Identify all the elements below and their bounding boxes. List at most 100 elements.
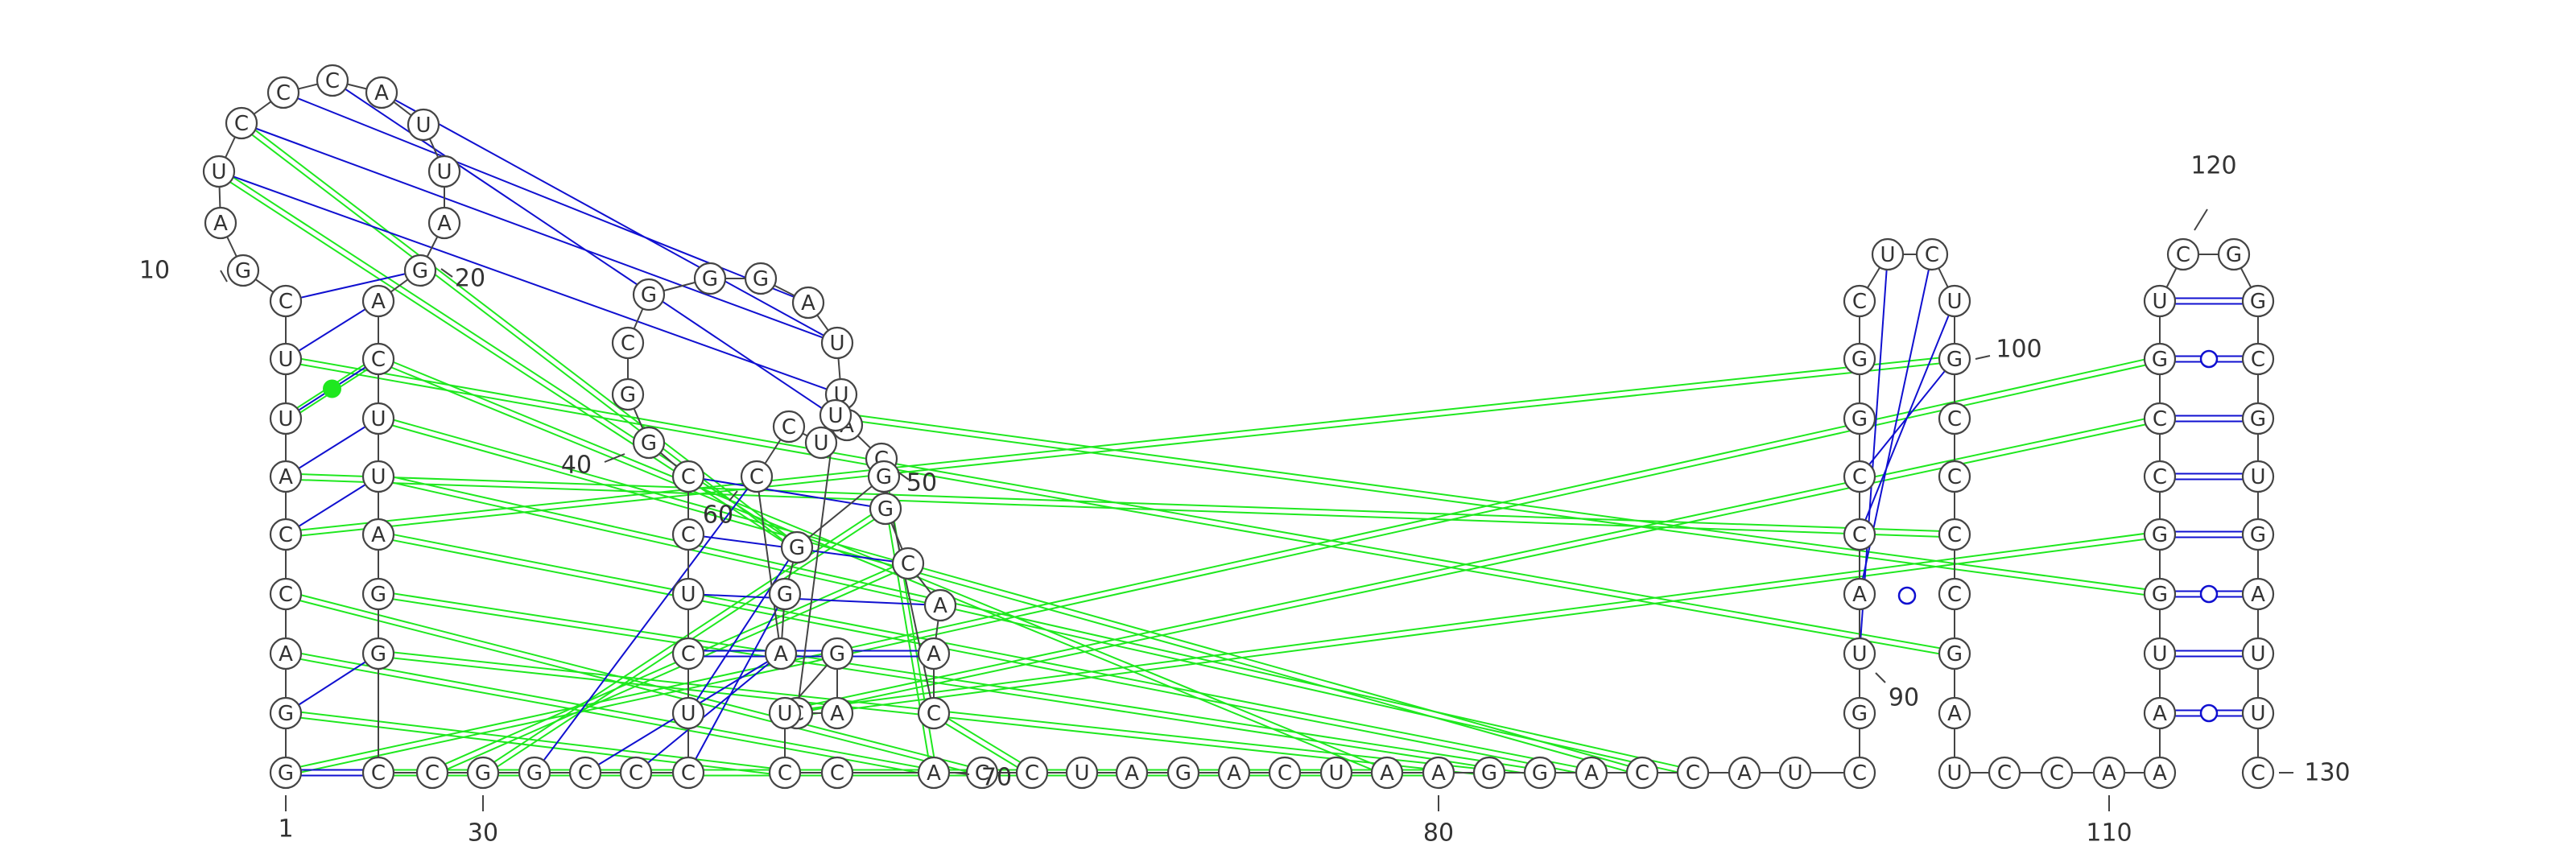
nucleotide-circle [1871, 237, 1905, 271]
nucleotide-letter: A [1431, 761, 1446, 786]
canonical-base-pair-line [218, 171, 842, 395]
numbering-label: 120 [2190, 152, 2236, 180]
nucleotide-circle [204, 206, 237, 240]
nucleotide-letter: G [2250, 407, 2266, 431]
nucleotide-letter: C [681, 642, 696, 666]
nucleotide: U [804, 426, 838, 460]
nucleotide: U [1065, 756, 1099, 790]
nucleotide-letter: G [2226, 243, 2242, 267]
nucleotide-letter: G [829, 642, 845, 666]
nucleotide: C [1938, 402, 1971, 435]
nucleotide: A [1843, 577, 1876, 611]
nucleotide-letter: A [2153, 761, 2167, 786]
nucleotide-letter: C [1947, 407, 1962, 431]
nucleotide: G [2241, 284, 2275, 318]
canonical-pair-layer [218, 80, 2258, 777]
nucleotide: A [1422, 756, 1455, 790]
canonical-base-pair-line [285, 653, 379, 714]
nucleotide-circle [269, 518, 303, 551]
noncanonical-base-pair-line [286, 355, 1955, 652]
nucleotide-letter: A [437, 212, 452, 236]
nucleotide: G [632, 426, 666, 460]
nucleotide: G [2143, 518, 2177, 551]
nucleotide-letter: C [629, 761, 643, 786]
nucleotide-circle [820, 326, 854, 360]
nucleotide-circle [2241, 518, 2275, 551]
nucleotide-circle [1988, 756, 2021, 790]
nucleotide: G [611, 377, 645, 411]
nucleotide-circle [1843, 518, 1876, 551]
numbering-label: 20 [455, 265, 485, 293]
nucleotide-letter: G [620, 383, 636, 407]
nucleotide-letter: C [1947, 523, 1962, 547]
nucleotide-letter: U [211, 160, 226, 184]
nucleotide-letter: C [1025, 761, 1039, 786]
nucleotide-circle [1015, 756, 1049, 790]
nucleotide: A [923, 588, 957, 622]
nucleotide-letter: C [749, 465, 764, 489]
nucleotide: C [1676, 756, 1710, 790]
nucleotide-letter: A [2153, 702, 2167, 726]
nucleotide: C [2040, 756, 2074, 790]
noncanonical-base-pair-line [378, 355, 1389, 771]
nucleotide-circle [2241, 756, 2275, 790]
nucleotide-letter: G [1852, 348, 1868, 372]
nucleotide-letter: A [1852, 583, 1867, 607]
nucleotide-circle [1843, 460, 1876, 493]
nucleotide-letter: A [1227, 761, 1241, 786]
nucleotide-letter: G [877, 497, 894, 522]
nucleotide-circle [2040, 756, 2074, 790]
nucleotide-circle [1938, 696, 1971, 730]
nucleotide-circle [226, 254, 260, 287]
wobble-pair-circle [2199, 349, 2219, 369]
nucleotide-circle [403, 254, 437, 287]
nucleotide-letter: C [279, 523, 293, 547]
nucleotide: G [269, 756, 303, 790]
nucleotide-letter: C [371, 348, 386, 372]
nucleotide: C [1843, 460, 1876, 493]
noncanonical-base-pair-line [285, 655, 934, 777]
nucleotide-letter: U [1074, 761, 1089, 786]
numbering-label: 1 [278, 815, 293, 844]
nucleotide-letter: U [828, 404, 843, 428]
nucleotide-circle [568, 756, 602, 790]
nucleotide-letter: G [641, 431, 657, 456]
nucleotide: U [361, 402, 395, 435]
noncanonical-base-pair-line [836, 411, 2161, 592]
nucleotide-letter: C [234, 112, 249, 136]
nucleotide-letter: U [1946, 761, 1962, 786]
nucleotide: C [1843, 284, 1876, 318]
canonical-base-pair-line [285, 300, 379, 360]
nucleotide-circle [611, 326, 645, 360]
numbering-tick [1875, 672, 1886, 683]
nucleotide-letter: G [1946, 348, 1963, 372]
nucleotide-circle [1915, 237, 1949, 271]
numbering-tick [729, 490, 738, 501]
nucleotide-circle [1938, 577, 1971, 611]
nucleotide-letter: C [1852, 465, 1867, 489]
nucleotide-letter: C [2251, 761, 2265, 786]
nucleotide-letter: U [436, 160, 452, 184]
gu-pair-dot [323, 379, 341, 398]
nucleotide-letter: A [1737, 761, 1752, 786]
nucleotide-circle [427, 206, 461, 240]
nucleotide-letter: C [1947, 583, 1962, 607]
nucleotide-circle [1575, 756, 1608, 790]
nucleotide-circle [923, 588, 957, 622]
noncanonical-base-pair-line [837, 361, 2161, 658]
nucleotide-circle [2241, 460, 2275, 493]
nucleotide: C [225, 106, 258, 140]
nucleotide-circle [819, 398, 852, 432]
numbering-tick [897, 471, 910, 481]
nucleotide-letter: A [371, 290, 386, 314]
nucleotide-circle [269, 637, 303, 670]
nucleotide: G [693, 262, 727, 295]
nucleotide: A [820, 696, 854, 730]
nucleotide-circle [1625, 756, 1659, 790]
nucleotide-circle [917, 637, 951, 670]
nucleotide: G [1472, 756, 1506, 790]
nucleotide: G [820, 637, 854, 670]
nucleotide-circle [269, 756, 303, 790]
noncanonical-base-pair-line [377, 361, 1387, 777]
nucleotide-circle [671, 756, 705, 790]
